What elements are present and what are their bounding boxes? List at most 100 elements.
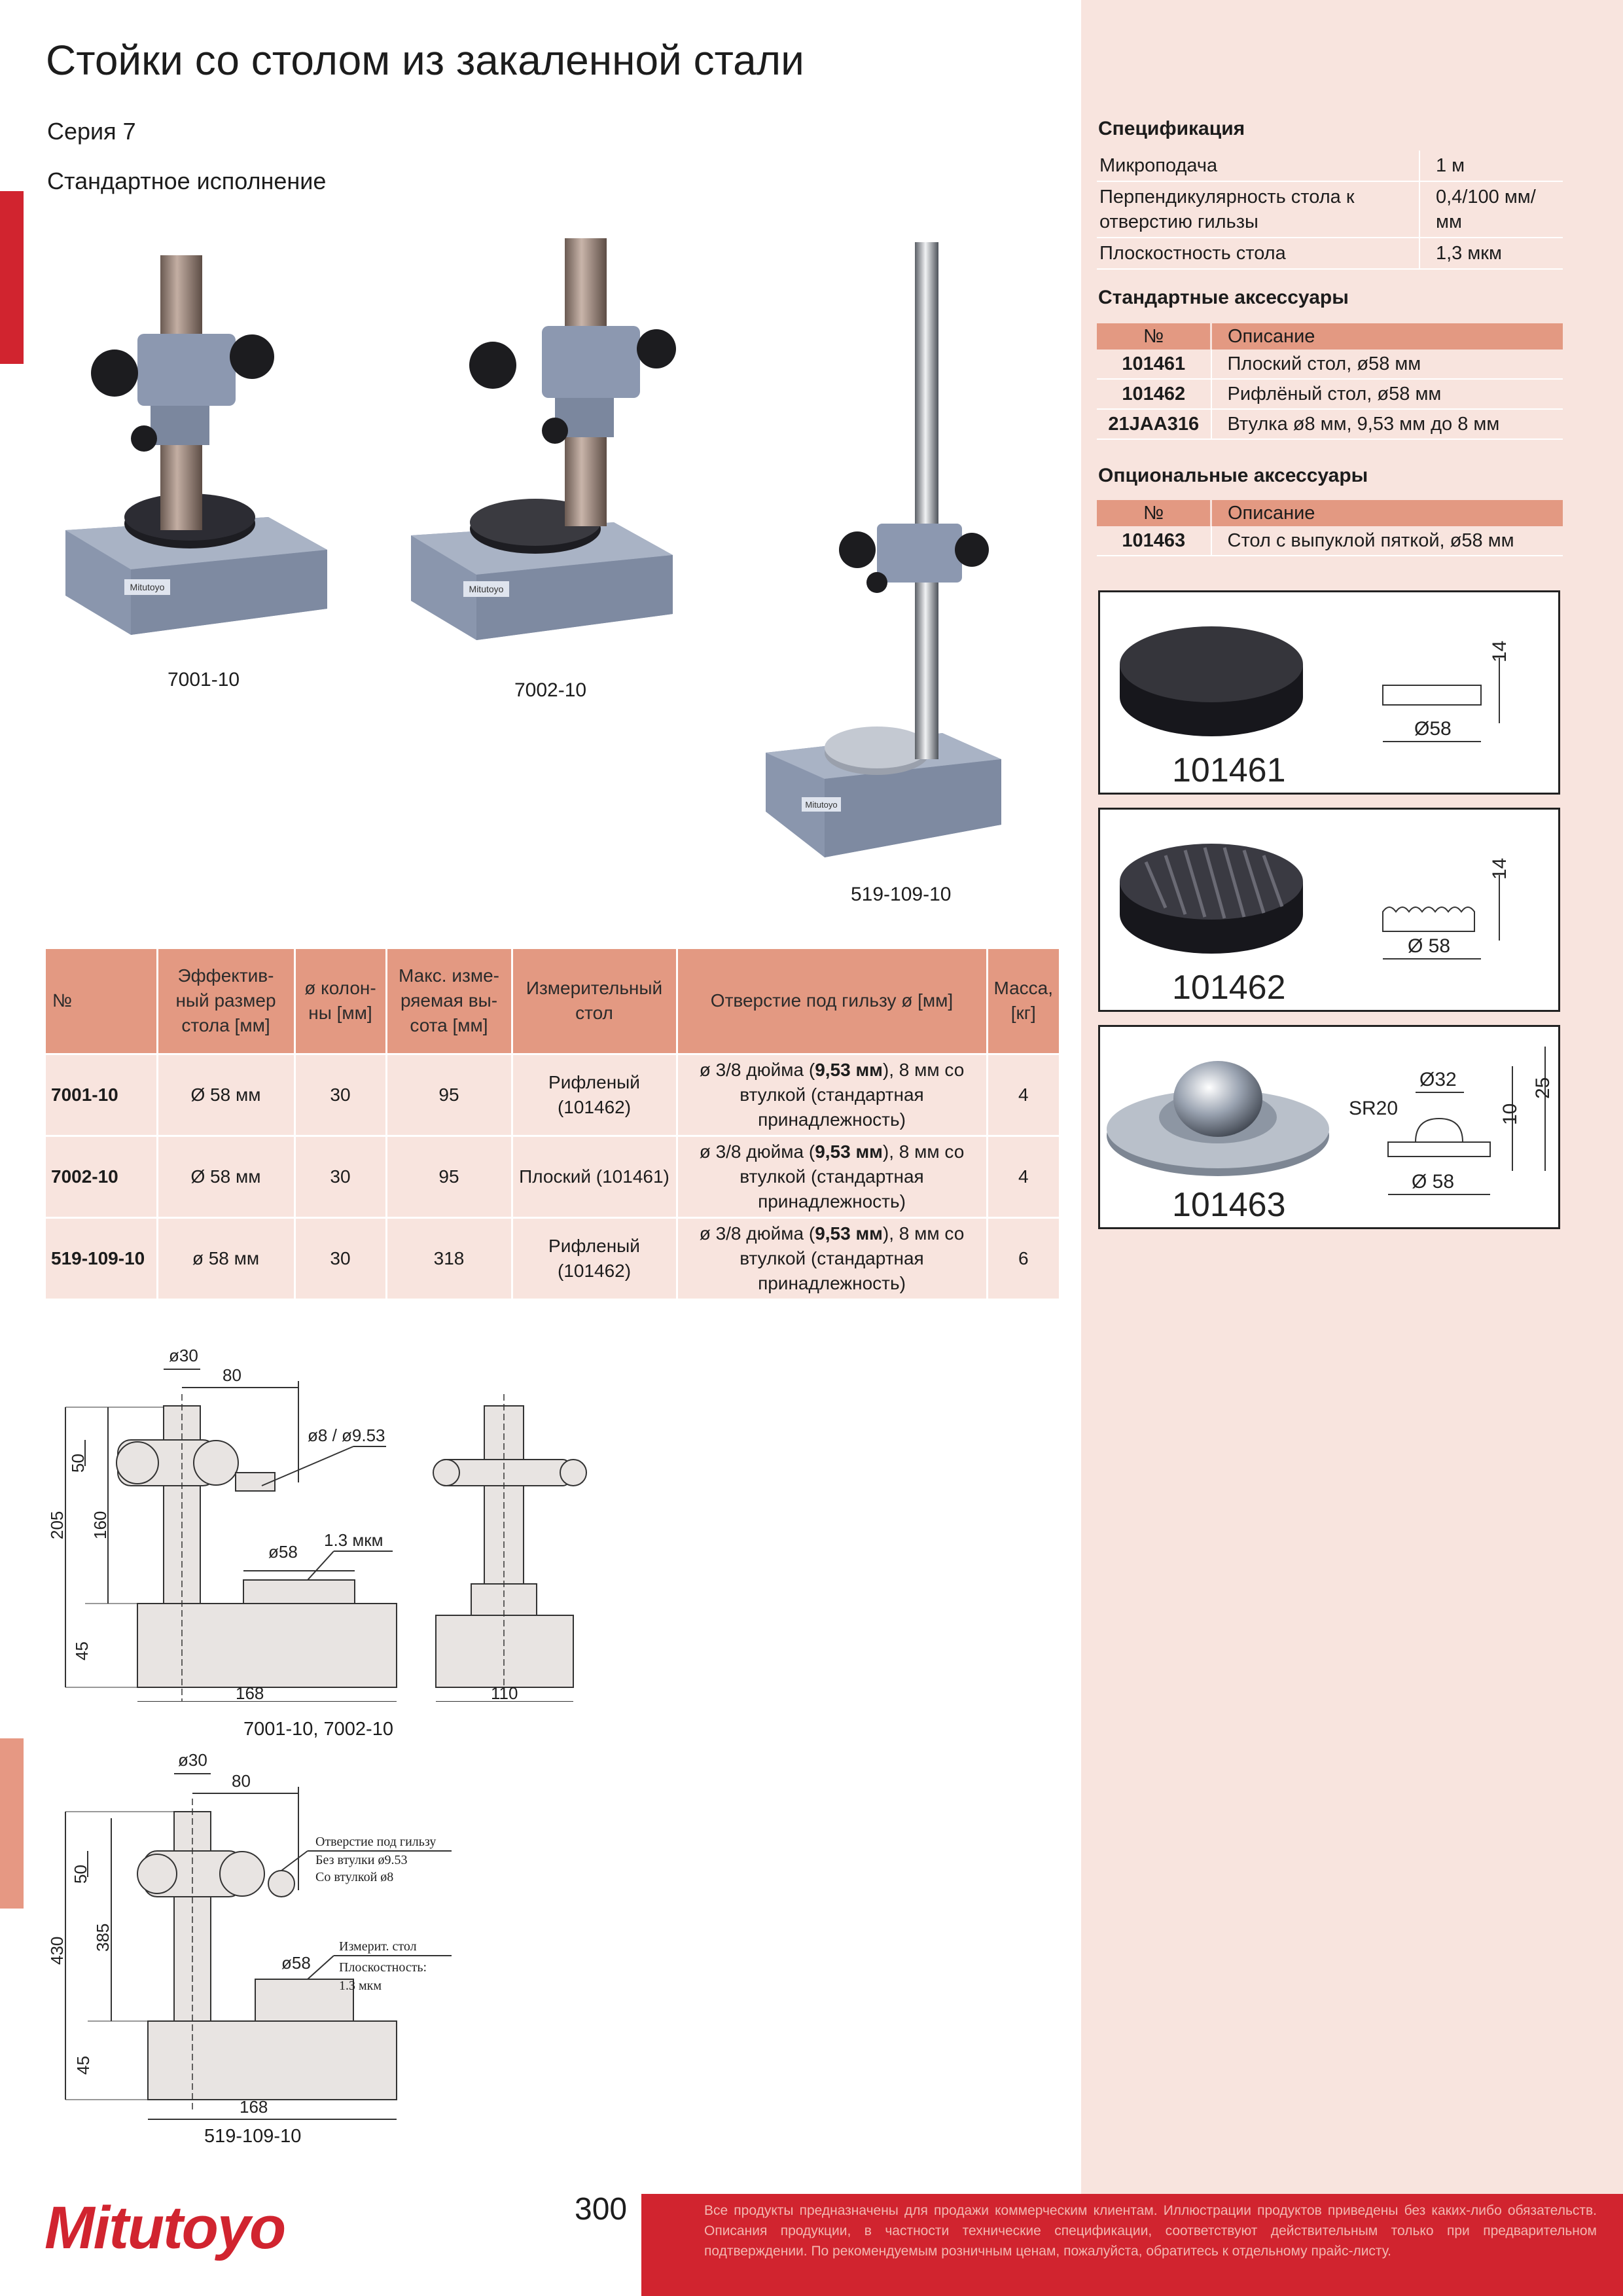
dim-d160: 160 — [90, 1511, 110, 1539]
dim-d80: 80 — [223, 1365, 241, 1385]
dim-height-2: 25 — [1532, 1077, 1554, 1099]
opt-acc-heading: Опциональные аксессуары — [1098, 465, 1368, 486]
product-image-519-109-10: Mitutoyo — [766, 242, 1001, 857]
table-row: 101462 Рифлёный стол, ø58 мм — [1097, 379, 1563, 410]
opt-acc-header-no: № — [1097, 500, 1212, 526]
opt-acc-header-desc: Описание — [1211, 500, 1563, 526]
mitutoyo-logo: Mitutoyo — [45, 2195, 286, 2261]
section-tab-red — [0, 191, 24, 364]
table-row: 101461 Плоский стол, ø58 мм — [1097, 350, 1563, 380]
table-row: 7001-10 Ø 58 мм 30 95 Рифленый (101462) … — [46, 1052, 1059, 1136]
accessory-drawing-101461: 14 Ø58 — [1120, 626, 1510, 742]
std-acc-heading: Стандартные аксессуары — [1098, 287, 1349, 308]
spec-value: 1,3 мкм — [1419, 238, 1563, 270]
dim-flatness: 1.3 мкм — [324, 1530, 383, 1550]
spec-row: Плоскостность стола 1,3 мкм — [1097, 238, 1563, 270]
dim-height: 14 — [1489, 641, 1510, 662]
cell-height: 318 — [386, 1216, 513, 1299]
spec-name: Перпендикулярность стола к отверстию гил… — [1097, 181, 1419, 238]
bore-text-c: ), 8 мм со втулкой (стандартная принадле… — [740, 1223, 965, 1293]
cell-size: Ø 58 мм — [157, 1052, 296, 1136]
version-label: Стандартное исполнение — [47, 168, 327, 194]
spec-name: Микроподача — [1097, 151, 1419, 182]
bore-text-a: ø 3/8 дюйма ( — [699, 1141, 815, 1162]
product-image-7002-10: Mitutoyo — [411, 238, 676, 640]
opt-acc-table: № Описание 101463 Стол с выпуклой пяткой… — [1097, 500, 1563, 556]
cell-column: 30 — [294, 1216, 387, 1299]
product-caption-7002-10: 7002-10 — [514, 679, 587, 701]
dim-d45: 45 — [73, 2056, 93, 2075]
dim-d430: 430 — [47, 1937, 67, 1965]
dim-d58: ø58 — [268, 1542, 298, 1562]
cell-column: 30 — [294, 1052, 387, 1136]
cell-mass: 6 — [987, 1216, 1059, 1299]
accessory-box-101462: 14 Ø 58 101462 — [1098, 808, 1560, 1012]
dim-d30: ø30 — [169, 1346, 198, 1365]
dim-d50: 50 — [68, 1454, 88, 1473]
dim-d80: 80 — [232, 1771, 251, 1791]
spec-value: 0,4/100 мм/мм — [1419, 181, 1563, 238]
spec-value: 1 м — [1419, 151, 1563, 182]
spec-heading: Спецификация — [1098, 118, 1245, 139]
table-header-table: Измерительный стол — [512, 949, 678, 1054]
table-header-column: ø колон-ны [мм] — [294, 949, 387, 1054]
cell-table: Плоский (101461) — [512, 1134, 678, 1217]
cell-column: 30 — [294, 1134, 387, 1217]
product-caption-7001-10: 7001-10 — [168, 669, 240, 691]
section-tab-salmon — [0, 1738, 24, 1909]
std-acc-header-desc: Описание — [1211, 323, 1563, 350]
product-image-7001-10: Mitutoyo — [65, 255, 327, 635]
table-row: 519-109-10 ø 58 мм 30 318 Рифленый (1014… — [46, 1216, 1059, 1299]
dim-sphere-radius: SR20 — [1349, 1098, 1398, 1119]
bore-text-c: ), 8 мм со втулкой (стандартная принадле… — [740, 1059, 965, 1130]
spec-row: Перпендикулярность стола к отверстию гил… — [1097, 181, 1563, 238]
table-row: 101463 Стол с выпуклой пяткой, ø58 мм — [1097, 526, 1563, 556]
page-number: 300 — [575, 2192, 628, 2227]
table-header-height: Макс. изме-ряемая вы-сота [мм] — [386, 949, 513, 1054]
stand-spec-table: № Эффектив-ный размер стола [мм] ø колон… — [46, 949, 1059, 1299]
accessory-label: 101461 — [1172, 751, 1286, 789]
spec-name: Плоскостность стола — [1097, 238, 1419, 270]
cell-bore: ø 3/8 дюйма (9,53 мм), 8 мм со втулкой (… — [677, 1052, 988, 1136]
spec-row: Микроподача 1 м — [1097, 151, 1563, 182]
dim-diameter: Ø 58 — [1408, 935, 1450, 957]
table-row: 7002-10 Ø 58 мм 30 95 Плоский (101461) ø… — [46, 1134, 1059, 1217]
accessory-box-101463: Ø32 SR20 10 25 Ø 58 101463 — [1098, 1025, 1560, 1229]
brand-plate-text: Mitutoyo — [130, 582, 165, 592]
dim-d45: 45 — [72, 1641, 92, 1660]
note-flatness-value: 1.3 мкм — [339, 1979, 382, 1993]
dim-d58: ø58 — [281, 1953, 311, 1973]
note-bore-no-sleeve: Без втулки ø9.53 — [315, 1853, 407, 1867]
accessory-box-101461: 14 Ø58 101461 — [1098, 590, 1560, 795]
brand-plate-text: Mitutoyo — [805, 800, 837, 810]
bore-text-b: 9,53 мм — [815, 1059, 883, 1080]
acc-no: 101463 — [1097, 526, 1212, 556]
footer-disclaimer-box: Все продукты предназначены для продажи к… — [641, 2194, 1623, 2296]
note-table-title: Измерит. стол — [339, 1939, 417, 1954]
accessory-label: 101463 — [1172, 1186, 1286, 1224]
acc-desc: Рифлёный стол, ø58 мм — [1211, 379, 1563, 410]
note-flatness-label: Плоскостность: — [339, 1960, 427, 1975]
acc-no: 21JAA316 — [1097, 409, 1212, 440]
table-row: 21JAA316 Втулка ø8 мм, 9,53 мм до 8 мм — [1097, 409, 1563, 440]
product-caption-519-109-10: 519-109-10 — [851, 884, 952, 905]
bore-text-a: ø 3/8 дюйма ( — [699, 1059, 815, 1080]
cell-height: 95 — [386, 1052, 513, 1136]
cell-no: 7001-10 — [46, 1052, 158, 1136]
drawing-caption-7001-7002: 7001-10, 7002-10 — [243, 1719, 393, 1740]
dim-d205: 205 — [47, 1511, 67, 1539]
drawing-caption-519-109-10: 519-109-10 — [204, 2126, 302, 2147]
dim-d50: 50 — [71, 1865, 90, 1884]
cell-size: Ø 58 мм — [157, 1134, 296, 1217]
cell-bore: ø 3/8 дюйма (9,53 мм), 8 мм со втулкой (… — [677, 1134, 988, 1217]
dim-d385: 385 — [93, 1924, 113, 1952]
page-title: Стойки со столом из закаленной стали — [46, 37, 804, 84]
acc-desc: Плоский стол, ø58 мм — [1211, 350, 1563, 380]
note-bore-sleeve: Со втулкой ø8 — [315, 1870, 393, 1884]
std-acc-table: № Описание 101461 Плоский стол, ø58 мм 1… — [1097, 323, 1563, 440]
dim-d30: ø30 — [178, 1750, 207, 1770]
spec-table: Микроподача 1 м Перпендикулярность стола… — [1097, 151, 1563, 270]
dim-d168: 168 — [236, 1683, 264, 1702]
cell-table: Рифленый (101462) — [512, 1216, 678, 1299]
cell-height: 95 — [386, 1134, 513, 1217]
